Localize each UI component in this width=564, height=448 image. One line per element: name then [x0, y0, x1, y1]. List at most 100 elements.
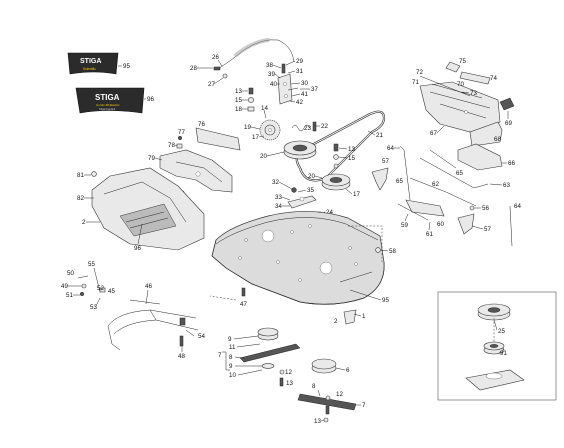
label-67: 67	[430, 130, 437, 137]
label-64b: 64	[514, 203, 521, 210]
flap-68	[469, 121, 503, 147]
label-81: 81	[77, 172, 84, 179]
label-64a: 64	[387, 145, 394, 152]
label-20a: 20	[260, 153, 267, 160]
label-24: 24	[326, 209, 333, 216]
decal-96-sub2: Stiga branded	[99, 107, 116, 111]
label-96-top: 96	[147, 96, 154, 103]
label-40: 40	[270, 81, 277, 88]
label-13b: 13	[348, 146, 355, 153]
label-23: 23	[304, 125, 311, 132]
label-13c: 13	[286, 380, 293, 387]
blade-assembly-right	[297, 358, 357, 423]
decal-96-brand: STIGA	[95, 93, 120, 102]
label-15: 15	[235, 97, 242, 104]
label-35: 35	[307, 187, 314, 194]
label-19: 19	[244, 124, 251, 131]
label-9b: 9	[229, 363, 233, 370]
label-78: 78	[168, 142, 175, 149]
cover-assembly	[91, 167, 205, 251]
decal-95: STIGA Scientific	[67, 52, 119, 75]
label-25: 25	[498, 328, 505, 335]
rod-72-70	[419, 75, 483, 99]
label-51: 51	[66, 292, 73, 299]
label-13d: 13	[314, 418, 321, 425]
label-72: 72	[416, 69, 423, 76]
label-13a: 13	[235, 88, 242, 95]
label-21: 21	[376, 132, 383, 139]
label-17b: 17	[353, 191, 360, 198]
label-55: 55	[88, 261, 95, 268]
label-12a: 12	[285, 369, 292, 376]
label-2b: 2	[334, 318, 338, 325]
label-17a: 17	[252, 134, 259, 141]
label-50: 50	[67, 270, 74, 277]
label-73: 73	[470, 90, 477, 97]
label-7b: 7	[362, 402, 366, 409]
label-65: 65	[456, 170, 463, 177]
label-28: 28	[190, 65, 197, 72]
handle-frame-46	[107, 299, 199, 351]
label-57b: 57	[484, 226, 491, 233]
label-77: 77	[178, 129, 185, 136]
label-12b: 12	[336, 391, 343, 398]
decal-96-sub: Combi 48 Electric	[96, 103, 120, 107]
label-41: 41	[301, 91, 308, 98]
label-32: 32	[272, 179, 279, 186]
label-71: 71	[412, 79, 419, 86]
spring-23	[291, 121, 317, 132]
label-15b: 15	[348, 155, 355, 162]
label-9a: 9	[228, 336, 232, 343]
label-58: 58	[389, 248, 396, 255]
label-74: 74	[490, 75, 497, 82]
label-48: 48	[178, 353, 185, 360]
grass-bag-frame-79	[159, 149, 233, 193]
label-76: 76	[198, 121, 205, 128]
label-26: 26	[212, 54, 219, 61]
sprocket-19	[259, 119, 281, 141]
label-33: 33	[275, 194, 282, 201]
decal-96: STIGA Combi 48 Electric Stiga branded	[75, 87, 145, 114]
label-27: 27	[208, 81, 215, 88]
label-1: 1	[362, 313, 366, 320]
label-11: 11	[229, 344, 236, 351]
label-6: 6	[346, 367, 350, 374]
label-63: 63	[503, 182, 510, 189]
label-96: 96	[134, 245, 141, 252]
label-79: 79	[148, 155, 155, 162]
plate-76	[195, 127, 241, 151]
label-8a: 8	[229, 354, 233, 361]
bracket-57-lower	[457, 213, 475, 235]
label-37: 37	[311, 86, 318, 93]
label-60: 60	[437, 221, 444, 228]
label-70: 70	[457, 81, 464, 88]
label-18: 18	[235, 106, 242, 113]
label-82: 82	[77, 195, 84, 202]
label-91: 91	[500, 350, 507, 357]
idler-arm	[287, 187, 317, 209]
label-75: 75	[459, 58, 466, 65]
label-52: 52	[97, 285, 104, 292]
label-95: 95	[382, 297, 389, 304]
tension-bracket	[277, 63, 299, 105]
label-65b: 65	[396, 178, 403, 185]
label-62: 62	[432, 181, 439, 188]
label-54: 54	[198, 333, 205, 340]
label-69: 69	[505, 120, 512, 127]
label-34: 34	[275, 203, 282, 210]
label-53: 53	[90, 304, 97, 311]
label-22: 22	[321, 123, 328, 130]
pedal-60	[397, 199, 445, 221]
label-49: 49	[61, 283, 68, 290]
control-cable	[213, 38, 295, 71]
label-68: 68	[494, 136, 501, 143]
label-20b: 20	[308, 173, 315, 180]
label-29: 29	[296, 58, 303, 65]
label-14: 14	[261, 105, 268, 112]
blade-assembly-left	[239, 327, 301, 387]
label-38: 38	[266, 62, 273, 69]
bracket-57-upper	[371, 167, 389, 191]
label-61: 61	[426, 231, 433, 238]
inset-box	[437, 291, 557, 401]
